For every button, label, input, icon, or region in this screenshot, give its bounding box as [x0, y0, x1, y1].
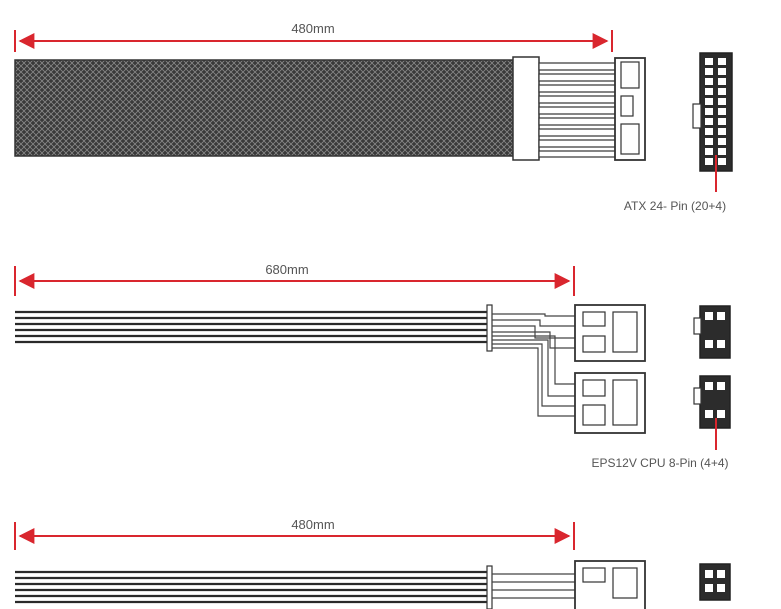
- eps-connector-label: EPS12V CPU 8-Pin (4+4): [591, 456, 728, 470]
- atx-length-label: 480mm: [291, 21, 334, 36]
- eps-lower-connector-side: [574, 372, 646, 434]
- eps-cable-tie: [486, 304, 493, 352]
- eps-lower-connector-face: [693, 375, 731, 429]
- atx-sleeve: [14, 59, 516, 157]
- atx-connector-side: [614, 57, 646, 161]
- eps-length-label: 680mm: [265, 262, 308, 277]
- third-length-label: 480mm: [291, 517, 334, 532]
- third-cable-tie: [486, 565, 493, 609]
- atx-connector-label: ATX 24- Pin (20+4): [624, 199, 726, 213]
- eps-length-dimension: [14, 266, 575, 296]
- atx-heatshrink: [512, 56, 540, 161]
- eps-upper-connector-face: [693, 305, 731, 359]
- third-connector-side: [574, 560, 646, 609]
- atx-length-dimension: [14, 30, 613, 52]
- eps-wire-bundle: [15, 310, 490, 344]
- third-length-dimension: [14, 522, 575, 550]
- eps-upper-connector-side: [574, 304, 646, 362]
- third-wire-bundle: [15, 570, 490, 604]
- third-cable-group: 480mm: [14, 517, 731, 609]
- eps-fanout-wires: [492, 313, 580, 417]
- atx-connector-face: [692, 52, 733, 172]
- atx-wires: [538, 62, 620, 158]
- third-connector-face: [699, 563, 731, 601]
- atx-cable-group: 480mm: [14, 21, 733, 213]
- eps-cable-group: 680mm: [14, 262, 731, 470]
- third-fanout-wires: [492, 573, 578, 599]
